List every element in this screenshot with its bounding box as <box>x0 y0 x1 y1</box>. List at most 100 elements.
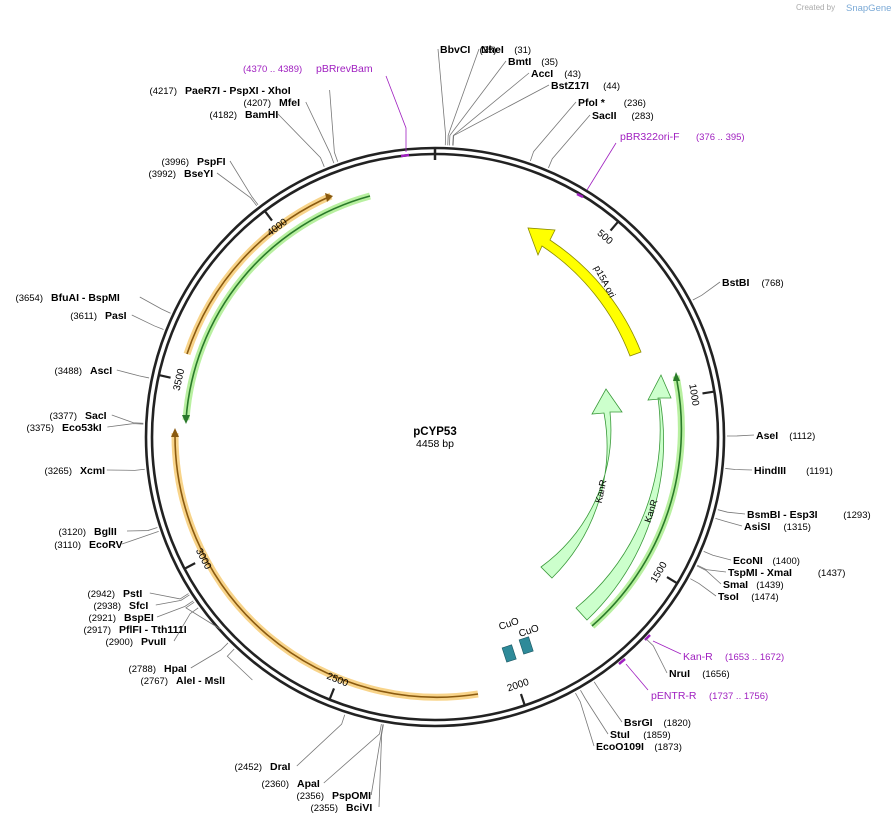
site-label[interactable]: PspFI <box>197 156 226 168</box>
site-label[interactable]: NruI <box>669 668 690 680</box>
primer-label-pentr-r[interactable]: pENTR-R <box>651 690 697 702</box>
site-label[interactable]: XcmI <box>80 465 105 477</box>
site-position: (3120) <box>59 527 86 538</box>
site-leader <box>229 160 259 205</box>
site-leader <box>107 423 144 428</box>
feature-kanr-outer[interactable] <box>575 374 672 621</box>
site-leader <box>106 468 145 471</box>
site-label[interactable]: EcoO109I <box>596 741 644 753</box>
site-position: (31) <box>514 45 531 56</box>
credit-brand[interactable]: SnapGene <box>846 3 891 14</box>
site-label[interactable]: TspMI - XmaI <box>728 567 792 579</box>
site-label[interactable]: PasI <box>105 310 127 322</box>
site-label[interactable]: AseI <box>756 430 778 442</box>
site-label[interactable]: BbvCI <box>440 44 470 56</box>
plasmid-length: 4458 bp <box>416 438 454 450</box>
site-label[interactable]: PvuII <box>141 636 166 648</box>
site-label[interactable]: BsrGI <box>624 717 653 729</box>
site-position: (1437) <box>818 568 845 579</box>
site-label[interactable]: SfcI <box>129 600 148 612</box>
site-label[interactable]: EcoRV <box>89 539 123 551</box>
site-label[interactable]: BstBI <box>722 277 750 289</box>
site-position: (35) <box>541 57 558 68</box>
primer-mark-pbr322ori-f <box>576 192 584 199</box>
site-leader <box>645 638 668 674</box>
primer-label-pbrrevbam[interactable]: pBRrevBam <box>316 63 373 75</box>
primer-label-pbr322ori-f[interactable]: pBR322ori-F <box>620 131 680 143</box>
site-position: (2360) <box>262 779 289 790</box>
site-position: (1112) <box>789 431 815 442</box>
site-label[interactable]: AleI - MslI <box>176 675 225 687</box>
restriction-sites: BbvCI(25)NheI(31)BmtI(35)AccI(43)BstZ17I… <box>16 44 871 814</box>
site-label[interactable]: BfuAI - BspMI <box>51 292 120 304</box>
site-label[interactable]: BciVI <box>346 802 372 814</box>
primer-label-kan-r[interactable]: Kan-R <box>683 651 713 663</box>
site-label[interactable]: BseYI <box>184 168 213 180</box>
tick-mark <box>158 374 171 379</box>
site-label[interactable]: BsmBI - Esp3I <box>747 509 818 521</box>
site-label[interactable]: SacII <box>592 110 617 122</box>
site-label[interactable]: SmaI <box>723 579 748 591</box>
tick-mark <box>328 688 336 701</box>
feature-kanr-inner[interactable] <box>540 388 623 579</box>
primer-leader-pbrrevbam <box>385 75 407 152</box>
site-label[interactable]: BstZ17I <box>551 80 589 92</box>
site-label[interactable]: DraI <box>270 761 291 773</box>
site-label[interactable]: PflFI - Tth111I <box>119 624 187 636</box>
tick-label: 2000 <box>506 677 531 695</box>
site-label[interactable]: BglII <box>94 526 117 538</box>
tick-mark <box>702 390 715 395</box>
primer-pos-pentr-r: (1737 .. 1756) <box>709 691 768 702</box>
site-label[interactable]: AccI <box>531 68 553 80</box>
site-label[interactable]: AscI <box>90 365 112 377</box>
site-leader <box>226 648 253 681</box>
orf-topleft-arrowhead <box>325 193 333 202</box>
primer-pos-pbrrevbam: (4370 .. 4389) <box>243 64 302 75</box>
site-label[interactable]: Eco53kI <box>62 422 102 434</box>
site-leader <box>725 468 753 471</box>
site-label[interactable]: PfoI * <box>578 97 606 109</box>
orf-green-left[interactable] <box>185 195 371 421</box>
primer-pos-pbr322ori-f: (376 .. 395) <box>696 132 745 143</box>
site-label[interactable]: HpaI <box>164 663 187 675</box>
feature-label-cuo-2: CuO <box>518 623 541 640</box>
plasmid-name: pCYP53 <box>413 426 456 438</box>
orf-topleft[interactable] <box>186 195 332 355</box>
feature-cuo-1[interactable] <box>501 644 517 663</box>
site-position: (1859) <box>643 730 670 741</box>
feature-cuo-2[interactable] <box>518 636 534 655</box>
site-label[interactable]: AsiSI <box>744 521 770 533</box>
tick-label: 2500 <box>325 671 350 690</box>
site-position: (2355) <box>311 803 338 814</box>
site-position: (25) <box>480 45 497 56</box>
site-position: (3488) <box>55 366 82 377</box>
site-label[interactable]: StuI <box>610 729 630 741</box>
site-leader <box>717 509 746 515</box>
feature-p15a-ori[interactable] <box>527 227 642 357</box>
orf-right-arrowhead <box>673 372 680 381</box>
site-position: (2900) <box>106 637 133 648</box>
site-position: (3996) <box>162 157 189 168</box>
site-label[interactable]: NheI <box>481 44 504 56</box>
site-position: (2356) <box>297 791 324 802</box>
tick-mark <box>519 693 526 706</box>
site-label[interactable]: EcoNI <box>733 555 763 567</box>
site-label[interactable]: PspOMI <box>332 790 371 802</box>
site-label[interactable]: ApaI <box>297 778 320 790</box>
orf-right[interactable] <box>591 375 683 627</box>
site-label[interactable]: TsoI <box>718 591 739 603</box>
site-leader <box>697 564 727 573</box>
feature-label-kanr-inner: KanR <box>594 479 610 505</box>
site-position: (4217) <box>150 86 177 97</box>
site-label[interactable]: BamHI <box>245 109 278 121</box>
site-label[interactable]: HindIII <box>754 465 786 477</box>
site-label[interactable]: PaeR7I - PspXI - XhoI <box>185 85 291 97</box>
site-label[interactable]: BmtI <box>508 56 531 68</box>
site-label[interactable]: BspEI <box>124 612 154 624</box>
site-label[interactable]: MfeI <box>279 97 300 109</box>
site-label[interactable]: SacI <box>85 410 107 422</box>
site-position: (2917) <box>84 625 111 636</box>
orf-left[interactable] <box>174 432 479 699</box>
site-position: (2788) <box>129 664 156 675</box>
site-label[interactable]: PstI <box>123 588 142 600</box>
